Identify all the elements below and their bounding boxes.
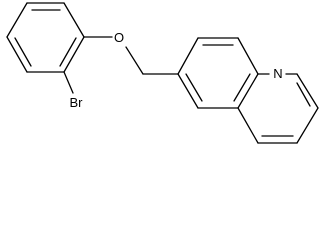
bond-pyridine-c4a-c5 [237,107,259,144]
bond-benzo-3 [237,37,259,75]
nitrogen-atom-label: N [273,66,282,81]
bromine-atom-label: Br [70,95,84,110]
bond-c-br [63,71,74,94]
bond-phenyl-inner-lower-right [59,37,77,67]
bond-phenyl-5 [6,36,28,73]
bond-benzo-1 [177,37,199,75]
bond-phenyl-inner-left [14,37,32,67]
bond-pyridine-inner-c2-c3 [296,82,311,107]
chemical-structure-diagram: O Br N [6,2,319,144]
phenyl-ring [6,2,85,73]
bond-phenyl-3 [63,36,85,73]
bond-pyridine-c3-c4 [296,107,319,144]
bond-o-ch2 [125,46,144,75]
bond-benzo-4 [237,73,259,109]
bond-benzo-6 [177,73,199,109]
bond-phenyl-6 [6,2,28,38]
bond-benzo-inner-right [233,73,251,102]
bond-phenyl-2 [63,2,85,38]
oxygen-atom-label: O [114,30,124,45]
quinoline-benzo-ring [177,37,259,109]
bond-benzo-inner-left [185,73,203,102]
bond-pyridine-c2-c3 [296,73,319,109]
quinoline-pyridine-ring [237,73,319,144]
